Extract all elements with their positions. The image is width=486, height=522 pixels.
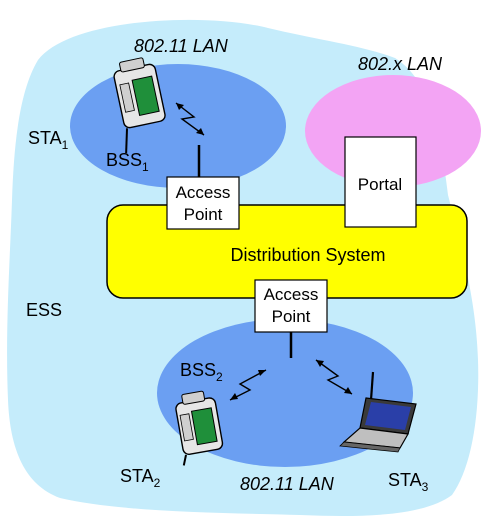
ap-bottom-label-1: Access: [264, 285, 319, 304]
ap-top-label-1: Access: [176, 183, 231, 202]
distribution-system-label: Distribution System: [230, 245, 385, 265]
laptop-icon: [339, 371, 417, 453]
wireless-link-icon: [315, 359, 353, 395]
sta3-label: STA3: [388, 470, 429, 494]
lan-bottom-label: 802.11 LAN: [240, 474, 335, 494]
sta2-label: STA2: [120, 466, 161, 490]
bss1-ellipse: [70, 64, 286, 188]
pda-icon: [113, 57, 166, 154]
portal-box: [344, 136, 417, 228]
pda-icon: [175, 390, 224, 466]
portal-label: Portal: [358, 175, 402, 194]
bss2-ellipse: [157, 319, 413, 467]
ap-bottom-label-2: Point: [272, 307, 311, 326]
wireless-link-icon: [175, 102, 205, 136]
lan-other-label: 802.x LAN: [358, 54, 443, 74]
ap-top-label-2: Point: [184, 205, 223, 224]
bss1-label: BSS1: [106, 150, 149, 174]
wireless-link-icon: [229, 369, 267, 401]
bss2-label: BSS2: [180, 360, 223, 384]
sta1-label: STA1: [28, 128, 69, 152]
ess-label: ESS: [26, 300, 62, 320]
lan-top-label: 802.11 LAN: [134, 36, 229, 56]
ap-top-box: [166, 176, 240, 230]
